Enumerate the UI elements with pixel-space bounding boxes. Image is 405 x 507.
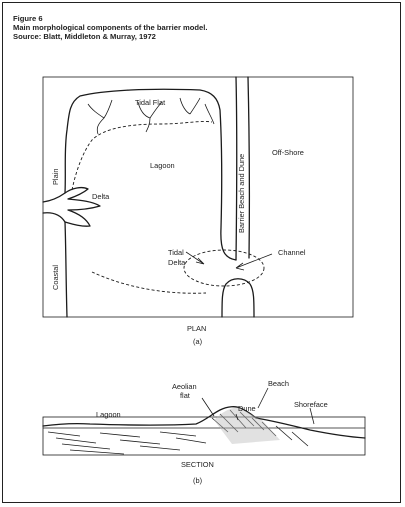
label-barrier-beach-dune: Barrier Beach and Dune <box>237 154 246 233</box>
lagoon-strata <box>47 431 207 455</box>
plan-view-title: PLAN <box>187 324 206 333</box>
label-aeolian-1: Aeolian <box>172 382 197 391</box>
label-coastal-plain-bottom: Coastal <box>51 265 60 290</box>
channel-arrow <box>235 253 273 271</box>
label-tidal-flat: Tidal Flat <box>135 98 165 107</box>
flood-tidal-delta <box>91 271 207 294</box>
beach-leader <box>257 387 269 409</box>
figure-caption: Figure 6 Main morphological components o… <box>13 14 393 41</box>
figure-title: Main morphological components of the bar… <box>13 23 208 32</box>
barrier-island-south <box>221 278 255 318</box>
label-lagoon: Lagoon <box>150 161 175 170</box>
coastal-plain-shoreline <box>64 221 68 318</box>
label-dune: Dune <box>238 404 256 413</box>
label-section-lagoon: Lagoon <box>96 410 121 419</box>
label-tidal-delta-2: Delta <box>168 258 186 267</box>
plan-view: Tidal Flat Lagoon Off-Shore Barrier Beac… <box>42 76 354 346</box>
label-delta: Delta <box>92 192 110 201</box>
plan-panel-tag: (a) <box>193 337 202 346</box>
plan-frame <box>42 76 354 318</box>
label-off-shore: Off-Shore <box>272 148 304 157</box>
tidal-creeks <box>87 97 215 135</box>
section-view: Aeolian flat Beach Dune Shoreface Lagoon… <box>42 379 366 485</box>
label-tidal-delta-1: Tidal <box>168 248 184 257</box>
aeolian-leader <box>201 397 215 417</box>
shoreface-leader <box>309 407 315 425</box>
figure-source: Source: Blatt, Middleton & Murray, 1972 <box>13 32 156 41</box>
dune-leader <box>235 413 239 421</box>
figure-number: Figure 6 <box>13 14 43 23</box>
figure-frame <box>2 2 401 503</box>
label-aeolian-2: flat <box>180 391 190 400</box>
barrier-island-seaward <box>247 76 251 259</box>
section-panel-tag: (b) <box>193 476 202 485</box>
section-frame <box>42 416 366 456</box>
label-shoreface: Shoreface <box>294 400 328 409</box>
label-channel: Channel <box>278 248 306 257</box>
tidal-flat-edge <box>71 121 213 191</box>
delta-lobes <box>42 186 101 227</box>
tidal-delta-arrow <box>185 251 205 265</box>
label-beach: Beach <box>268 379 289 388</box>
mainland-shoreline <box>64 88 237 261</box>
label-coastal-plain-top: Plain <box>51 169 60 185</box>
section-view-title: SECTION <box>181 460 214 469</box>
dune-sand <box>214 407 280 444</box>
section-profile <box>42 406 366 439</box>
barrier-island-landward <box>235 76 238 261</box>
tidal-delta-outline <box>183 249 265 287</box>
